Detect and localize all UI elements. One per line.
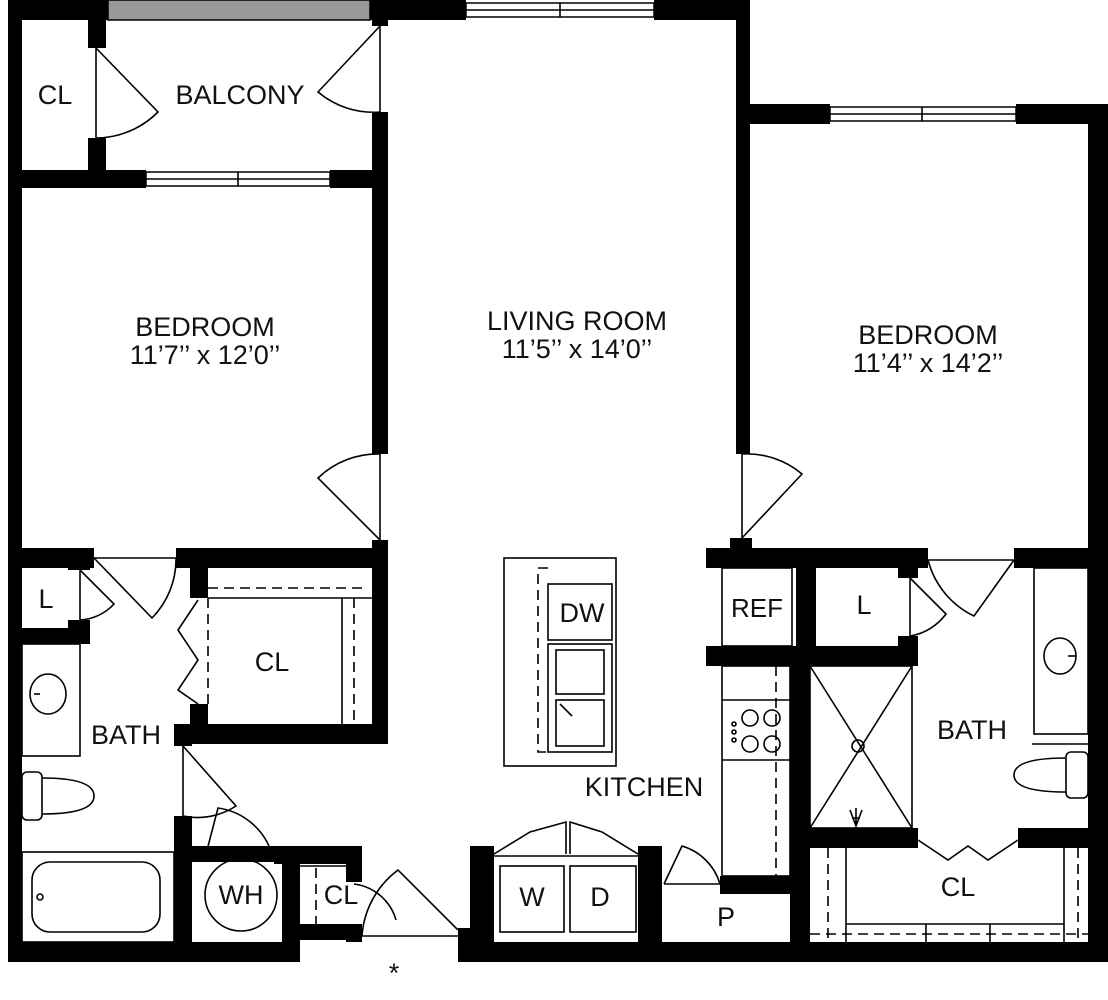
toilet-tank-right (1065, 751, 1089, 799)
dryer-icon (569, 865, 637, 933)
toilet-bowl-left-icon (41, 777, 95, 815)
sink-left-icon (29, 673, 67, 715)
dishwasher-icon (547, 583, 613, 641)
vanity-right (1033, 567, 1089, 735)
linen-left-label: L (38, 584, 53, 614)
toilet-tank-left (21, 771, 43, 821)
dishwasher-label: DW (560, 598, 605, 628)
refrigerator-icon (721, 567, 793, 647)
refrigerator-label: REF (731, 593, 783, 623)
closet-entry-label: CL (324, 880, 359, 910)
walls (8, 0, 1108, 962)
kitchen-label: KITCHEN (585, 772, 704, 802)
shower-icon (809, 665, 913, 829)
bath-left-label: BATH (91, 720, 161, 750)
washer-label: W (519, 882, 545, 912)
closet-right-label: CL (941, 872, 976, 902)
pantry-label: P (717, 902, 735, 932)
fixtures (21, 557, 1089, 943)
shelves (207, 587, 1088, 942)
kitchen-island (503, 557, 617, 767)
washer-icon (499, 865, 565, 933)
bedroom-left-name: BEDROOM (135, 312, 275, 342)
labels: CL BALCONY BEDROOM 11’7’’ x 12’0’’ LIVIN… (38, 80, 1007, 988)
bedroom-left-dims: 11’7’’ x 12’0’’ (130, 340, 281, 370)
linen-right-label: L (856, 590, 871, 620)
closet-left-label: CL (255, 647, 290, 677)
living-room-dims: 11’5’’ x 14’0’’ (502, 334, 653, 364)
toilet-bowl-right-icon (1013, 757, 1067, 793)
bedroom-right-dims: 11’4’’ x 14’2’’ (853, 348, 1004, 378)
balcony-rail (108, 0, 370, 20)
bath-right-label: BATH (937, 715, 1007, 745)
water-heater-label: WH (219, 880, 264, 910)
water-heater-icon (204, 858, 278, 932)
balcony-label: BALCONY (175, 80, 304, 110)
vanity-left (21, 643, 81, 757)
doors (79, 25, 1019, 937)
closet-top-left-label: CL (38, 80, 73, 110)
bathtub-icon (21, 851, 175, 943)
stove-icon (731, 709, 781, 753)
dryer-label: D (590, 882, 610, 912)
entry-marker: * (389, 958, 400, 988)
windows (145, 2, 1017, 187)
sink-double-icon (547, 643, 613, 753)
bedroom-right-name: BEDROOM (858, 320, 998, 350)
living-room-name: LIVING ROOM (487, 306, 667, 336)
